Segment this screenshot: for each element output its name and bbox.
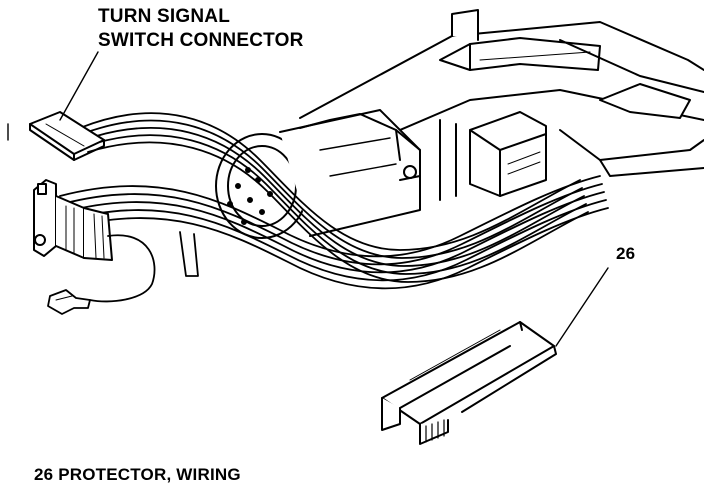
protector-leader-line	[555, 267, 609, 347]
wiring-harness	[59, 112, 609, 290]
callout-label-line1: TURN SIGNAL	[98, 6, 231, 27]
callout-label-line2: SWITCH CONNECTOR	[98, 30, 304, 51]
mount-bracket	[469, 111, 547, 197]
harness-connector	[33, 179, 113, 261]
legend-caption: 26 PROTECTOR, WIRING	[34, 465, 241, 484]
column-housing	[299, 9, 704, 201]
switch-connector	[29, 111, 105, 161]
pigtail-wire	[47, 234, 156, 315]
part-number-label: 26	[616, 244, 636, 263]
wiring-protector	[381, 321, 557, 445]
connector-leader-line	[59, 51, 99, 121]
